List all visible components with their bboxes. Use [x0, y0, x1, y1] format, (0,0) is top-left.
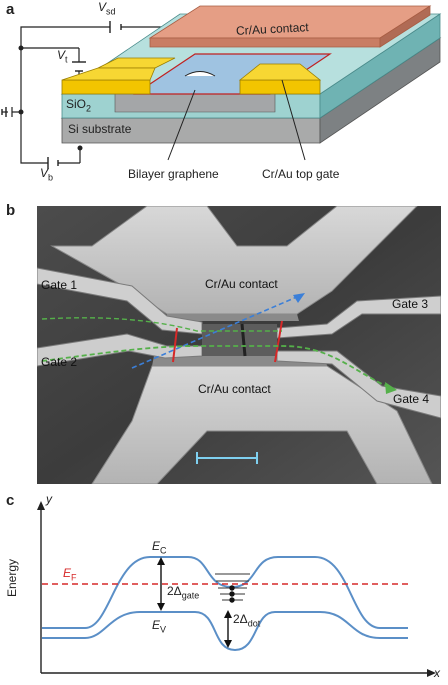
ec-label: EC: [152, 539, 167, 556]
gap-dot-label: 2Δdot: [233, 612, 261, 629]
gap-gate-label: 2Δgate: [167, 584, 200, 601]
x-axis-label: x: [434, 666, 440, 680]
vt-label: Vt: [57, 48, 68, 65]
gate3-label: Gate 3: [392, 297, 429, 311]
sio2-label: SiO2: [66, 97, 92, 114]
energy-axis-label: Energy: [5, 558, 19, 597]
vsd-label: Vsd: [98, 0, 116, 17]
panel-c-letter: c: [6, 492, 15, 509]
ev-label: EV: [152, 618, 167, 635]
y-axis-label: y: [46, 492, 52, 506]
vb-label: Vb: [40, 166, 54, 183]
gate4-label: Gate 4: [393, 392, 430, 406]
graphene-label: Bilayer graphene: [128, 167, 219, 181]
gate2-label: Gate 2: [41, 355, 78, 369]
ef-label: EF: [63, 566, 77, 583]
sem-image: [37, 206, 441, 484]
contact-top-label: Cr/Au contact: [205, 277, 278, 291]
panel-a-letter: a: [6, 1, 15, 18]
top-gate-label: Cr/Au top gate: [262, 167, 340, 181]
device-schematic: [1, 5, 442, 169]
contact-bottom-label: Cr/Au contact: [198, 382, 271, 396]
substrate-label: Si substrate: [68, 122, 132, 136]
panel-b-letter: b: [6, 202, 16, 219]
gate1-label: Gate 1: [41, 278, 78, 292]
band-diagram: [37, 501, 436, 677]
